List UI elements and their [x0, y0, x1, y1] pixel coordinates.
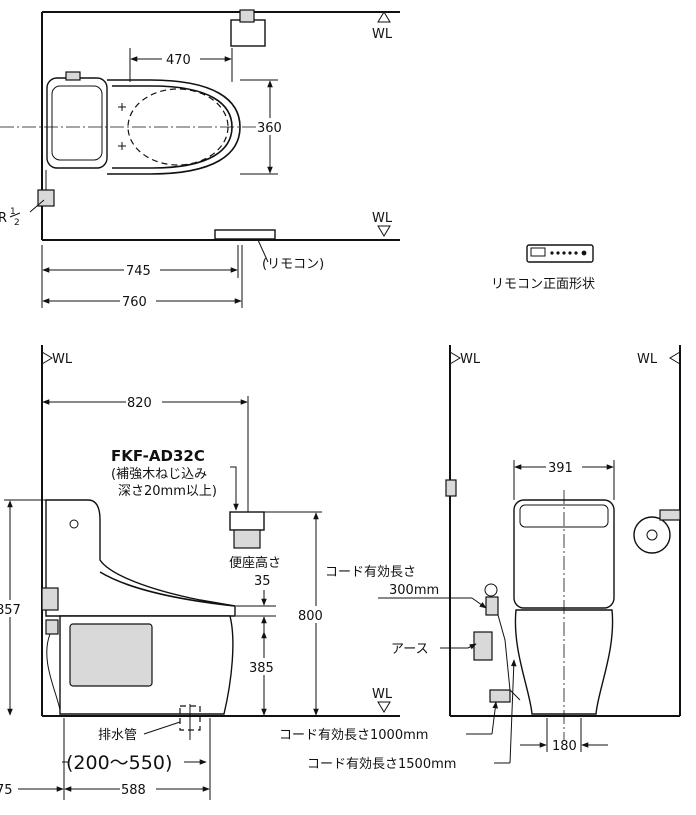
remote-caption: リモコン正面形状: [491, 277, 595, 292]
plan-dim-760: 760: [122, 295, 147, 310]
plan-tank: [46, 77, 108, 169]
plan-wl-top: WL: [372, 27, 393, 42]
svg-text:1: 1: [10, 207, 16, 217]
front-wall-bracket: [445, 479, 457, 497]
front-dim-180: 180: [552, 739, 577, 754]
plan-remote-tag: (リモコン): [262, 257, 324, 272]
side-seat-label: 便座高さ: [229, 555, 281, 571]
side-drain-label: 排水管: [98, 728, 137, 743]
side-model-label: FKF-AD32C: [111, 447, 205, 465]
plan-dim-360: 360: [257, 121, 282, 136]
side-dim-35: 35: [254, 574, 271, 589]
side-wl-left: WL: [52, 352, 73, 367]
wl-triangle-icon: [449, 351, 461, 365]
side-note-line1: (補強木ねじ込み: [111, 467, 207, 482]
plan-view: WL WL R 1 2 470: [0, 9, 400, 310]
plan-seat-outer: [107, 79, 241, 175]
wl-triangle-icon: [41, 351, 53, 365]
side-bowl-panel: [69, 623, 153, 687]
plan-tank-knob: [65, 71, 81, 81]
side-dim-800: 800: [298, 609, 323, 624]
side-dim-820: 820: [127, 396, 152, 411]
side-wl-floor: WL: [372, 687, 393, 702]
front-dim-391: 391: [548, 461, 573, 476]
side-dim-588: 588: [121, 783, 146, 798]
plan-dim-745: 745: [126, 264, 151, 279]
plan-paper-holder: [230, 19, 266, 47]
front-outlet: [484, 583, 498, 597]
side-tank: [45, 499, 236, 617]
front-paper-roll: [633, 516, 671, 554]
plan-wl-bottom: WL: [372, 211, 393, 226]
wl-triangle-icon: [377, 11, 391, 23]
side-view: WL WL 820 FKF-AD32C (補強木ねじ込み 深さ20mm以上): [0, 345, 400, 800]
side-paper-roll: [233, 529, 261, 549]
side-dim-857: 857: [0, 603, 21, 618]
plan-dim-470: 470: [166, 53, 191, 68]
side-paper-holder: [229, 511, 265, 531]
remote-body: [526, 244, 594, 263]
wl-triangle-icon: [377, 225, 391, 237]
remote-front-view: リモコン正面形状: [491, 244, 595, 292]
side-note-line2: 深さ20mm以上): [118, 484, 217, 499]
front-wl-left: WL: [460, 352, 481, 367]
side-fitting: [45, 619, 59, 635]
front-view: WL WL 391 180 コード有効長さ 30: [279, 345, 681, 772]
side-dim-385: 385: [249, 661, 274, 676]
side-dim-75: 75: [0, 783, 13, 798]
side-drain-range: (200〜550): [66, 752, 172, 774]
svg-text:2: 2: [14, 218, 20, 228]
front-earth-label: アース: [391, 642, 429, 657]
side-seat-lid: [99, 571, 236, 607]
wl-triangle-icon: [377, 701, 391, 713]
front-cord-300: 300mm: [389, 583, 439, 598]
front-cord-1500: コード有効長さ1500mm: [307, 757, 456, 772]
plan-tank-lid: [51, 85, 103, 161]
wl-triangle-icon: [669, 351, 681, 365]
side-tank-button: [69, 519, 79, 529]
front-cord-1000: コード有効長さ1000mm: [279, 728, 428, 743]
side-hose: [46, 633, 61, 711]
plan-remote: [214, 229, 276, 240]
front-wl-right: WL: [637, 352, 658, 367]
plan-paper-holder-bracket: [239, 9, 255, 23]
front-cord-label: コード有効長さ: [325, 565, 416, 580]
side-supply-valve: [41, 587, 59, 611]
front-power-box: [473, 631, 493, 661]
plan-pipe-label: R: [0, 211, 7, 226]
